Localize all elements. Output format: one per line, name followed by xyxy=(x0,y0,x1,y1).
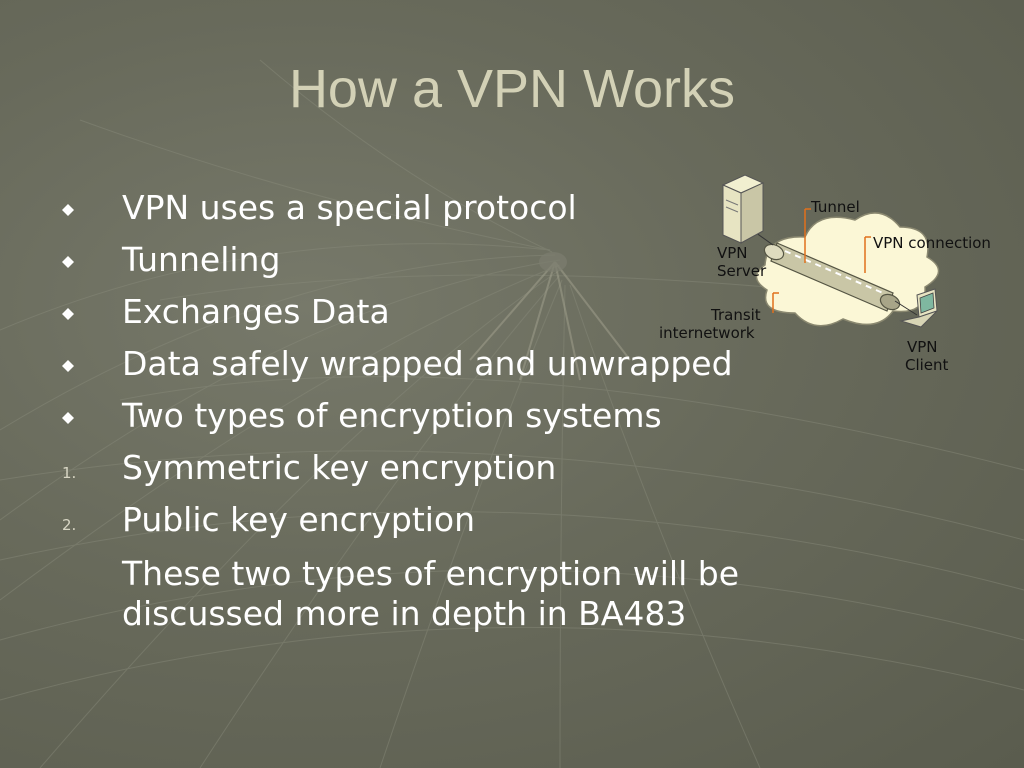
bullet-text: Exchanges Data xyxy=(122,292,390,331)
bullet-text: VPN uses a special protocol xyxy=(122,188,577,227)
bullet-text: Two types of encryption systems xyxy=(122,396,662,435)
diamond-bullet-icon xyxy=(62,256,74,268)
vpn-client-icon xyxy=(899,288,938,328)
transit-label-line2: internetwork xyxy=(659,324,755,342)
diamond-bullet-icon xyxy=(62,308,74,320)
bullet-text: Symmetric key encryption xyxy=(122,448,557,487)
bullet-text: Data safely wrapped and unwrapped xyxy=(122,344,733,383)
vpn-diagram-graphic xyxy=(721,174,940,328)
number-marker: 1. xyxy=(62,464,77,482)
bullet-text: Tunneling xyxy=(122,240,281,279)
bullet-text-line1: These two types of encryption will be xyxy=(122,554,740,593)
vpn-connection-label: VPN connection xyxy=(873,234,991,252)
vpn-server-label-line2: Server xyxy=(717,262,767,280)
vpn-server-label-line1: VPN xyxy=(717,244,748,262)
vpn-client-label-line1: VPN xyxy=(907,338,938,356)
vpn-client-label-line2: Client xyxy=(905,356,949,374)
diamond-bullet-icon xyxy=(62,360,74,372)
vpn-server-icon xyxy=(721,174,765,244)
bullet-text: Public key encryption xyxy=(122,500,476,539)
slide-title: How a VPN Works xyxy=(288,59,736,119)
vpn-diagram: Tunnel VPN connection VPN Server Transit… xyxy=(655,165,1015,385)
transit-label-line1: Transit xyxy=(711,306,761,324)
diamond-bullet-icon xyxy=(62,204,74,216)
tunnel-pipe xyxy=(763,242,901,312)
callout-lines xyxy=(772,208,871,313)
diamond-bullet-icon xyxy=(62,412,74,424)
bullet-text-line2: discussed more in depth in BA483 xyxy=(122,594,687,633)
number-marker: 2. xyxy=(62,516,77,534)
tunnel-label: Tunnel xyxy=(811,198,860,216)
